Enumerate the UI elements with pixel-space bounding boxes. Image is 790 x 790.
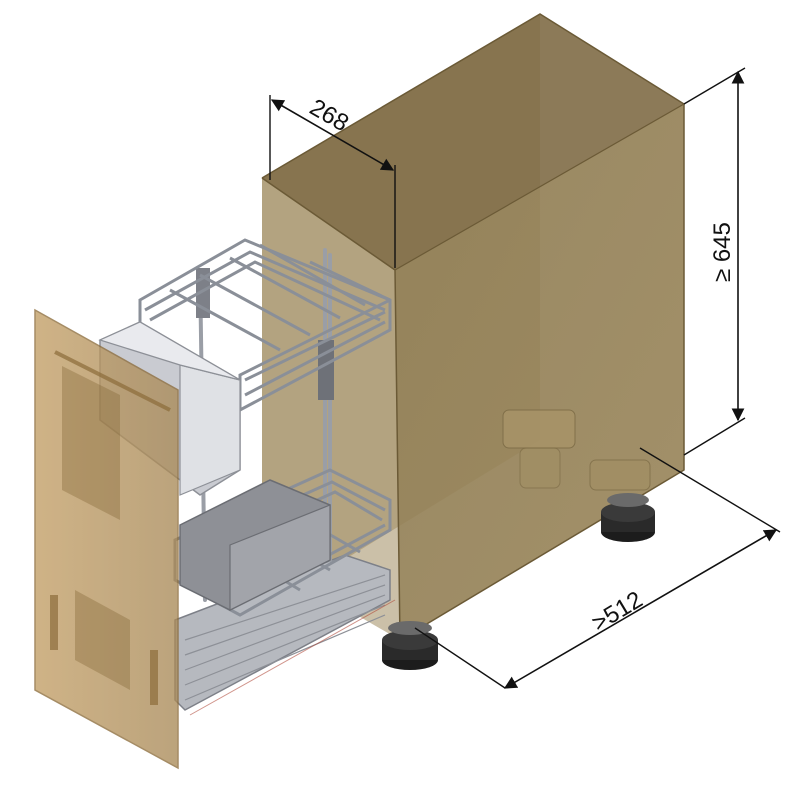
dimension-arrow-icon: [270, 99, 395, 171]
dimension-arrow-icon: [503, 529, 778, 689]
drawer-front-panel: [34, 308, 179, 770]
adjustable-foot-icon: [601, 493, 655, 542]
width-dimension-label: >512: [587, 586, 647, 637]
dimension-height: ≥ 645: [683, 67, 746, 456]
height-dimension-label: ≥ 645: [709, 222, 736, 282]
cabinet-top: [262, 14, 684, 270]
lower-bin: [179, 479, 331, 611]
adjustable-foot-icon: [382, 621, 438, 670]
